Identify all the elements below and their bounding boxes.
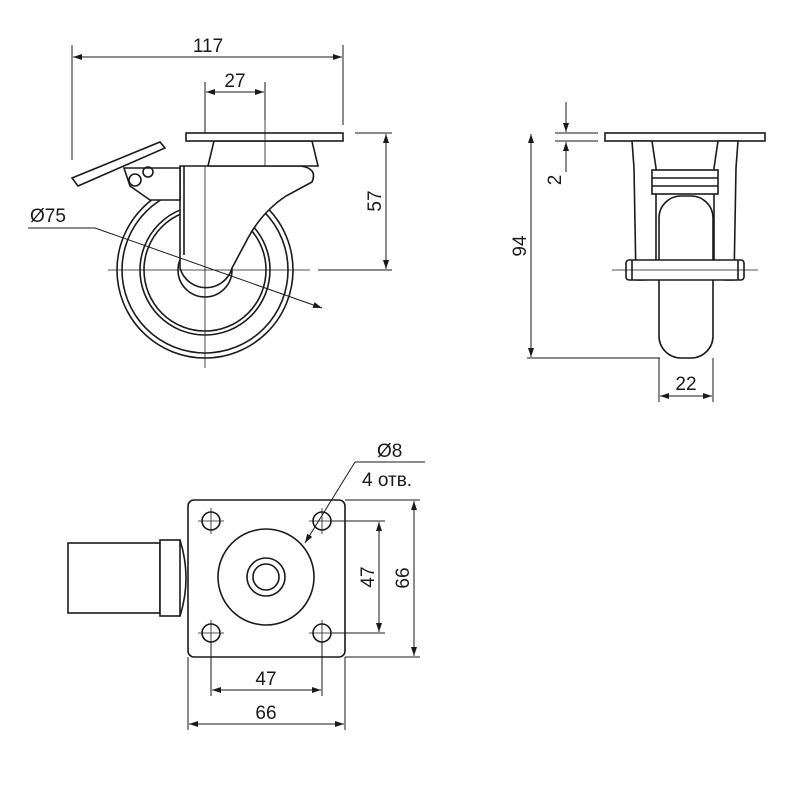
mounting-holes	[198, 508, 335, 646]
brake-pedal	[70, 141, 181, 201]
dim-hole-spacing-horizontal: 47	[255, 669, 276, 690]
dim-total-height: 94	[510, 235, 531, 257]
side-view: 117 27 57 Ø75	[28, 36, 392, 368]
dim-overall-width: 117	[193, 36, 223, 57]
dim-wheel-diameter: Ø75	[30, 206, 66, 227]
brake-link-top	[159, 539, 181, 617]
brake-housing-top	[67, 542, 161, 614]
top-plate-side	[185, 132, 344, 142]
swivel-race	[217, 528, 315, 626]
dim-hole-diameter: Ø8	[377, 441, 402, 462]
dim-hole-spacing-vertical: 47	[358, 566, 379, 587]
front-view: 2 94 22	[510, 102, 766, 402]
fork-front-left	[631, 140, 657, 281]
top-plate-front	[604, 132, 766, 142]
mounting-plate	[187, 499, 346, 658]
center-bolt-outer	[246, 557, 286, 597]
swivel-head-side	[206, 140, 320, 167]
dim-wheel-width: 22	[675, 374, 696, 395]
top-view: Ø8 4 отв. 47 66 47 66	[67, 441, 425, 730]
dim-hole-count: 4 отв.	[362, 470, 412, 491]
fork-front-right	[713, 140, 739, 281]
dim-plate-size-vertical: 66	[393, 567, 414, 588]
swivel-front	[651, 169, 719, 195]
dim-plate-thickness: 2	[545, 175, 566, 186]
fork-side	[179, 165, 315, 289]
center-bolt-inner	[252, 563, 280, 591]
dim-plate-offset: 27	[224, 71, 245, 92]
dim-plate-to-axle: 57	[365, 190, 386, 211]
dim-plate-size-horizontal: 66	[255, 703, 276, 724]
